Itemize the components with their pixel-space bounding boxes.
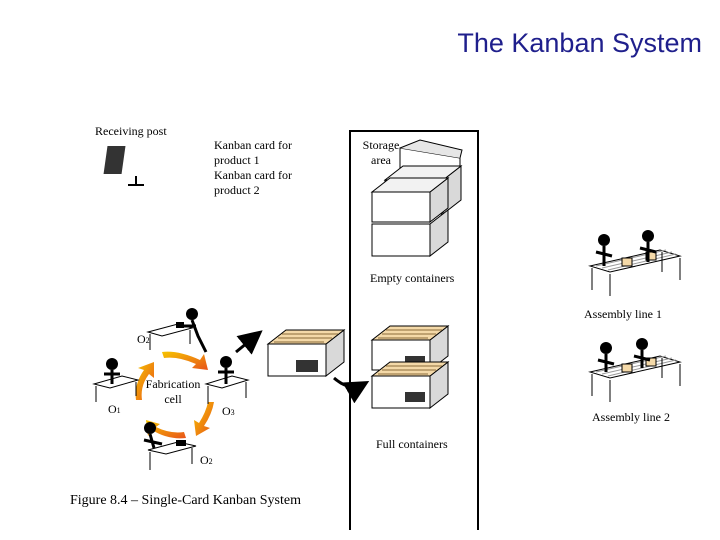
empty-container-stack <box>370 139 463 258</box>
cycle-arrows <box>135 351 214 439</box>
full-container-stack <box>370 324 450 410</box>
assembly-line-1-label: Assembly line 1 <box>584 307 662 321</box>
worker-icon <box>597 338 651 372</box>
worker-icon <box>146 308 208 353</box>
container-icon <box>370 360 450 410</box>
operator-o1-label: O1 <box>108 402 121 416</box>
fabrication-cell-label: Fabrication cell <box>145 377 201 406</box>
worker-icon <box>595 230 657 266</box>
operator-o2-bottom-label: O2 <box>200 453 213 467</box>
page-title: The Kanban System <box>457 28 702 58</box>
worker-icon <box>92 358 140 402</box>
arrow-icon <box>235 330 263 355</box>
receiving-post-label: Receiving post <box>95 124 167 138</box>
storage-area-frame <box>349 130 479 530</box>
figure-caption: Figure 8.4 – Single-Card Kanban System <box>70 493 301 508</box>
assembly-line-2-label: Assembly line 2 <box>592 410 670 424</box>
conveyor-icon <box>588 249 682 296</box>
mailbox-icon <box>103 146 146 186</box>
conveyor-icon <box>588 355 682 402</box>
container-icon <box>266 328 346 378</box>
full-containers-label: Full containers <box>376 437 448 451</box>
operator-o3-label: O3 <box>222 404 235 418</box>
container-icon <box>370 176 450 224</box>
worker-icon <box>143 422 197 470</box>
container-icon <box>371 208 449 258</box>
empty-containers-label: Empty containers <box>370 271 455 285</box>
worker-icon <box>204 356 250 404</box>
storage-area-label: Storage area <box>362 138 400 167</box>
kanban-card-product-2-label: Kanban card for product 2 <box>214 168 292 197</box>
operator-o2-top-label: O2 <box>137 332 150 346</box>
arrow-icon <box>333 376 370 404</box>
kanban-card-product-1-label: Kanban card for product 1 <box>214 138 292 167</box>
